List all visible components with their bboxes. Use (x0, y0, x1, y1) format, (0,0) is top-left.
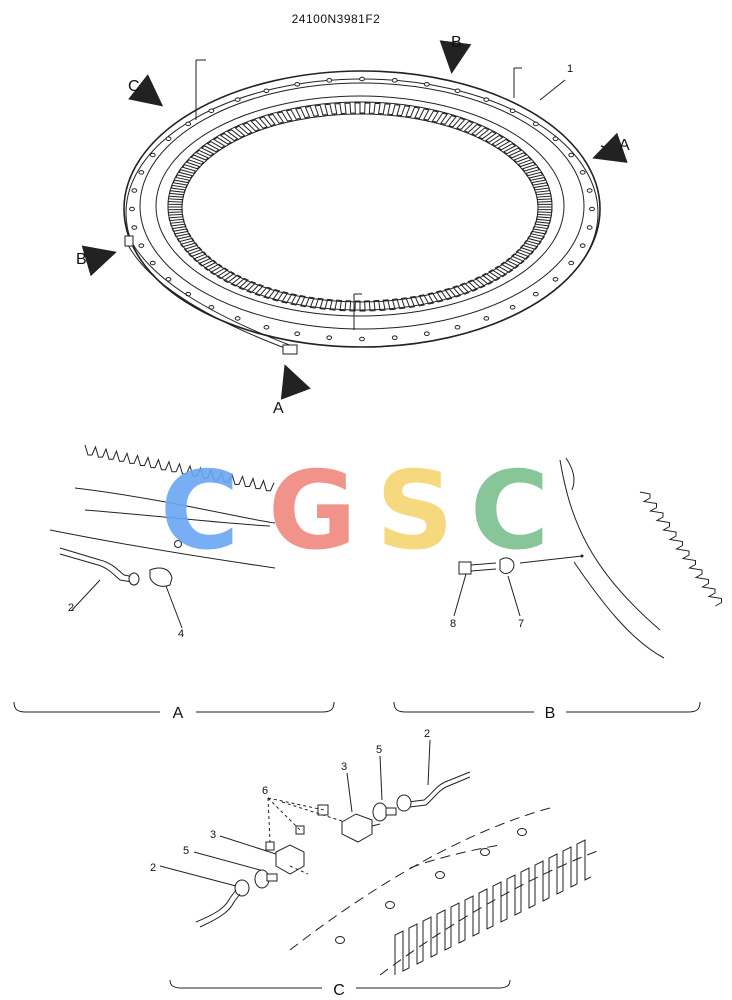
view-marker-b-top: B (439, 34, 472, 74)
ring-gear-teeth (167, 102, 553, 312)
bolt-hole (391, 335, 398, 340)
bolt-hole (509, 108, 516, 114)
bolt-hole (586, 188, 593, 193)
bolt-hole (454, 88, 461, 94)
part-number-8-b: 8 (450, 618, 456, 630)
bolt-hole (435, 871, 445, 879)
bolt-hole (568, 152, 575, 158)
gear-tooth-profile (167, 102, 553, 312)
bolt-hole (149, 260, 156, 266)
bolt-hole (131, 225, 138, 230)
bolt-hole (165, 136, 172, 142)
part-number-3-c-left: 3 (210, 829, 216, 841)
bolt-hole (234, 97, 241, 102)
bolt-hole (568, 260, 575, 266)
bolt-hole (532, 121, 539, 127)
bolt-hole (483, 97, 490, 102)
bolt-hole (263, 324, 270, 330)
bolt-hole (149, 152, 156, 158)
view-marker-b-left: B (76, 245, 117, 277)
bolt-hole (391, 78, 398, 83)
section-brace-a (13, 701, 335, 713)
bolt-hole (208, 108, 215, 114)
part-number-1: 1 (567, 63, 573, 75)
swing-bearing-ring (123, 59, 601, 355)
detail-c (159, 739, 601, 976)
watermark-letter: S (376, 449, 454, 574)
part-number-2-c-right: 2 (424, 728, 430, 740)
svg-text:B: B (76, 251, 87, 268)
section-label-c: C (333, 982, 345, 999)
bolt-hole (532, 291, 539, 297)
detail-b (453, 457, 722, 659)
part-number-2-c-left: 2 (150, 862, 156, 874)
bolt-hole (579, 243, 586, 248)
bolt-hole (454, 324, 461, 330)
bolt-hole (263, 88, 270, 94)
bolt-hole (589, 206, 595, 212)
part-number-5-c-right: 5 (376, 744, 382, 756)
part-number-5-c-left: 5 (183, 845, 189, 857)
bolt-hole (359, 76, 365, 82)
part-number-7-b: 7 (518, 618, 524, 630)
bolt-hole (326, 335, 333, 340)
view-marker-c-left: C (128, 74, 164, 107)
bolt-hole (509, 304, 516, 310)
watermark-logo: C G S C (160, 449, 549, 574)
part-number-4-a: 4 (178, 628, 184, 640)
drawing-code: 24100N3981F2 (292, 12, 381, 26)
view-marker-a-top: A (592, 132, 630, 163)
section-brace-c (169, 979, 511, 989)
bolt-hole (579, 170, 586, 175)
svg-text:A: A (619, 137, 630, 154)
bolt-hole (552, 276, 559, 282)
bolt-hole (326, 78, 333, 83)
bolt-hole (131, 188, 138, 193)
bolt-hole (165, 276, 172, 282)
bolt-hole (517, 828, 527, 836)
bolt-hole (294, 331, 301, 337)
part-number-3-c-right: 3 (341, 761, 347, 773)
bolt-hole (294, 81, 301, 87)
ring-bolt-holes (129, 76, 595, 342)
detail-a (49, 444, 276, 629)
bolt-hole (483, 316, 490, 321)
bolt-hole (423, 331, 430, 337)
watermark-letter: C (160, 449, 239, 574)
bolt-hole (138, 170, 145, 175)
bolt-hole (234, 316, 241, 321)
svg-text:B: B (451, 34, 462, 51)
bolt-hole (138, 243, 145, 248)
part-number-2-a: 2 (68, 602, 74, 614)
bolt-hole (385, 901, 395, 909)
section-label-a: A (173, 705, 184, 722)
bolt-hole (552, 136, 559, 142)
watermark-letter: G (268, 449, 357, 574)
bolt-hole (129, 206, 135, 212)
svg-text:C: C (128, 78, 140, 95)
section-brace-b (393, 701, 701, 713)
bolt-hole (185, 121, 192, 127)
bolt-hole (480, 848, 490, 856)
view-marker-a-bottom: A (273, 364, 311, 417)
bolt-hole (423, 81, 430, 87)
section-label-b: B (545, 705, 556, 722)
part-number-6-c: 6 (262, 785, 268, 797)
svg-text:A: A (273, 400, 284, 417)
bolt-hole (359, 336, 365, 342)
watermark-letter: C (470, 449, 549, 574)
bolt-hole (586, 225, 593, 230)
bolt-hole (335, 936, 345, 944)
